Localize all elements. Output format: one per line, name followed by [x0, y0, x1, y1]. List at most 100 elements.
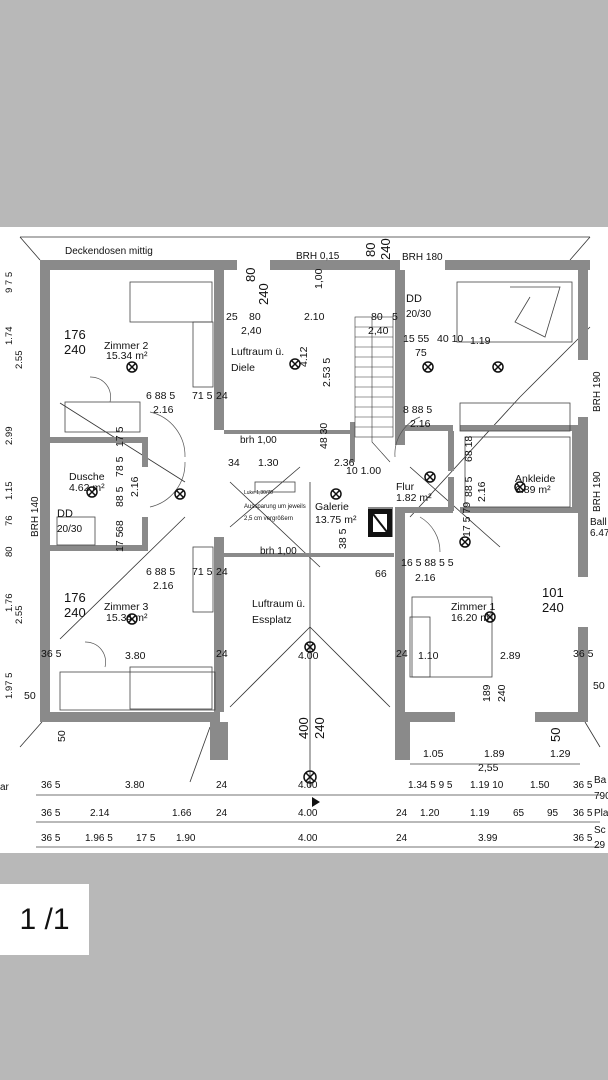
dim: 36 5	[41, 648, 62, 660]
dim: 4.00	[298, 780, 318, 791]
dim: 17 5	[114, 531, 126, 552]
dim: 2.16	[129, 476, 141, 497]
dim: 17 5	[114, 426, 126, 447]
room-area: 1.82 m²	[396, 492, 432, 504]
page-indicator: 1 /1	[0, 884, 89, 955]
dim: 36 5	[573, 780, 593, 791]
interior-dimensions: 80 240 80 240 1,00 25 80 2.10 80 5 2,40 …	[24, 238, 605, 774]
dim: 68	[114, 520, 126, 532]
room-labels: Zimmer 2 15.34 m² 176 240 Luftraum ü. Di…	[64, 327, 564, 626]
dim: 36 5	[573, 648, 594, 660]
outlet-icon	[422, 361, 434, 373]
dim: 1.19	[470, 808, 490, 819]
dim: 71 5	[192, 390, 213, 402]
dim: 240	[312, 717, 327, 739]
dim: 65	[513, 808, 525, 819]
dim: 25	[226, 311, 238, 323]
dim: 2.16	[153, 404, 174, 416]
bottom-dimensions: ar 36 5 3.80 24 4.00 1.34 5 9 5 1.19 10 …	[0, 775, 608, 851]
dim: 2.53 5	[321, 358, 333, 387]
outlet-icon	[289, 358, 301, 370]
dim: 80	[371, 311, 383, 323]
ceiling-outlet-icons	[86, 358, 526, 784]
dim: 240	[378, 238, 393, 260]
outlet-icon	[514, 481, 526, 493]
dim: 80	[249, 311, 261, 323]
dim: 1.20	[420, 808, 440, 819]
furniture	[56, 281, 573, 711]
room-height: 240	[64, 342, 86, 357]
room-area: 13.75 m²	[315, 514, 357, 526]
room-name: Ankleide	[515, 473, 555, 485]
dim: 29	[594, 840, 606, 851]
dim: 24	[216, 648, 228, 660]
dim: ar	[0, 782, 10, 793]
dim: 40 10	[437, 333, 463, 345]
room-area: 15.34 m²	[106, 612, 148, 624]
label-dd-b: DD	[57, 508, 73, 520]
label-deckendosen: Deckendosen mittig	[65, 246, 153, 257]
label-aussparung-1: Aussparung um jeweils	[244, 504, 306, 510]
dim: 15 55	[403, 333, 429, 345]
outlet-icon	[303, 770, 317, 784]
dim: 1.05	[423, 748, 444, 760]
room-name: Dusche	[69, 471, 105, 483]
room-width: 101	[542, 585, 564, 600]
room-name: Luftraum ü.	[252, 598, 305, 610]
room-name: Zimmer 3	[104, 601, 148, 613]
dim: 75	[415, 347, 427, 359]
dim: 1.76	[4, 594, 15, 613]
room-name2: Diele	[231, 362, 255, 374]
room-area: 4.62 m²	[69, 482, 105, 494]
dim: Pla	[594, 808, 608, 819]
dim: 24	[216, 566, 228, 578]
room-name: Zimmer 2	[104, 340, 148, 352]
dim: 76	[4, 515, 15, 526]
dim: 4.00	[298, 650, 319, 662]
dim: 80	[363, 243, 378, 257]
room-name: Zimmer 1	[451, 601, 495, 613]
outlet-icon	[126, 613, 138, 625]
dim: 1.29	[550, 748, 571, 760]
dim: 24	[216, 780, 228, 791]
plan-viewer[interactable]: Deckendosen mittig BRH 0,15 BRH 180 DD 2…	[0, 227, 608, 853]
dim: 2.14	[90, 808, 110, 819]
dim: 2.89	[500, 650, 521, 662]
room-width: 176	[64, 590, 86, 605]
dim: 6 88 5	[146, 566, 175, 578]
dim: 24	[216, 390, 228, 402]
dim: 2.99	[4, 427, 15, 446]
dim: 2.10	[304, 311, 325, 323]
dim: 24	[396, 808, 408, 819]
dim: 80	[243, 268, 258, 282]
dim: 400	[296, 717, 311, 739]
dim: 1.10	[418, 650, 439, 662]
dim: 2.16	[410, 418, 431, 430]
label-dd-a: DD	[406, 293, 422, 305]
dim: 2,40	[241, 325, 262, 337]
outlet-icon	[424, 471, 436, 483]
dim: 790	[594, 791, 608, 802]
dim: 38 5	[337, 528, 349, 549]
dim: Sc	[594, 825, 606, 836]
label-ball: Ball	[590, 517, 607, 528]
dim: 240	[256, 283, 271, 305]
dim: 50	[548, 728, 563, 742]
label-luke: Luke 1,30/70	[244, 490, 273, 496]
arrow-marker-icon	[312, 797, 320, 807]
room-height: 240	[64, 605, 86, 620]
dim: 1.89	[484, 748, 505, 760]
dim: 2,55	[478, 762, 499, 774]
dim: 24	[216, 808, 228, 819]
dim: 3.80	[125, 780, 145, 791]
room-name: Flur	[396, 481, 415, 493]
dim: 66	[375, 568, 387, 580]
dim: 24	[396, 833, 408, 844]
dim: 1.97 5	[4, 673, 15, 699]
floor-plan: Deckendosen mittig BRH 0,15 BRH 180 DD 2…	[0, 236, 608, 851]
outlet-icon	[492, 361, 504, 373]
label-dd-a-size: 20/30	[406, 309, 431, 320]
dim: 36 5	[573, 808, 593, 819]
dim: 17 5	[136, 833, 156, 844]
room-name: Luftraum ü.	[231, 346, 284, 358]
